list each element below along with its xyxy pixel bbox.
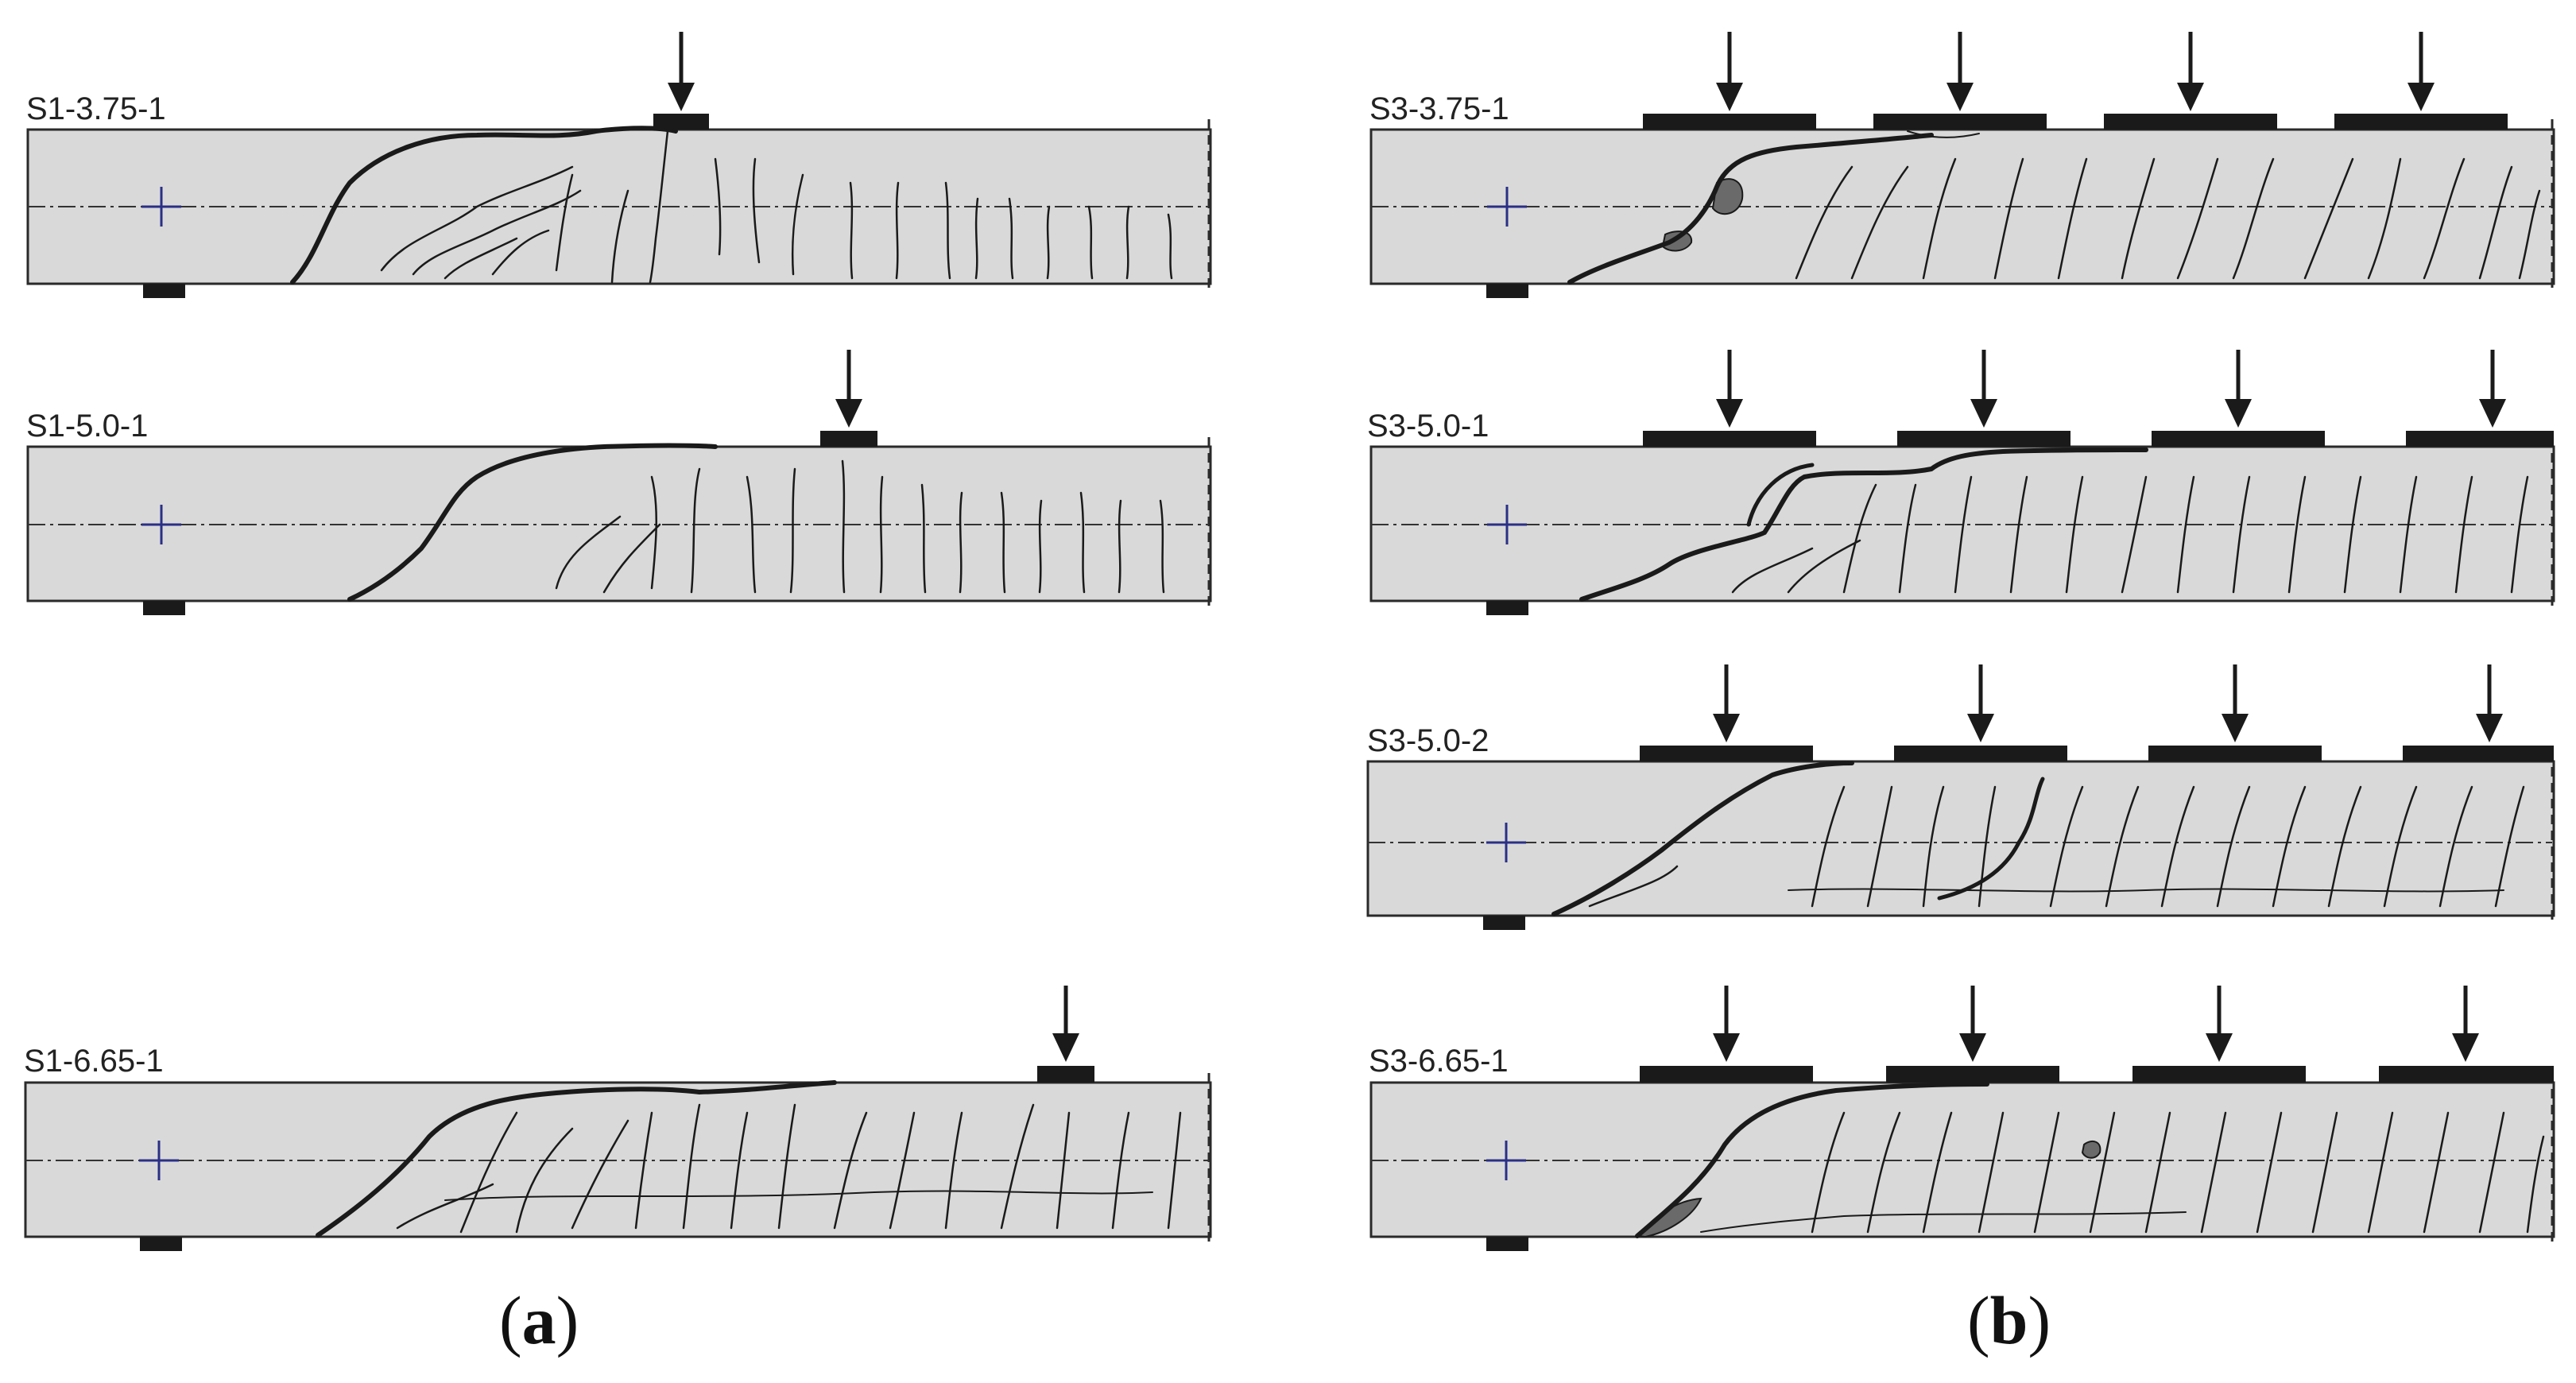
support-plate [1483, 916, 1525, 930]
crack-pattern [1551, 761, 2525, 916]
crack-pattern [316, 1080, 1182, 1238]
beam-label: S1-3.75-1 [26, 91, 166, 126]
load-plate [653, 114, 709, 130]
beam-label: S3-6.65-1 [1369, 1044, 1509, 1079]
support-plate [1486, 1237, 1528, 1251]
load-arrows [1716, 32, 2435, 111]
crack-pattern [290, 126, 1173, 285]
beam-S1-3.75-1: S1-3.75-1 [26, 32, 1212, 298]
support-center-mark [141, 187, 181, 227]
load-arrows [1716, 350, 2506, 428]
support-plate [1486, 284, 1528, 298]
beam-label: S3-3.75-1 [1369, 91, 1509, 126]
crack-pattern [347, 443, 1165, 602]
beam-S3-5.0-1: S3-5.0-1 [1367, 350, 2555, 615]
beam-S3-6.65-1: S3-6.65-1 [1369, 986, 2555, 1251]
load-plates [1640, 746, 2554, 761]
beam-label: S1-6.65-1 [24, 1044, 164, 1079]
crack-pattern [1567, 130, 2541, 285]
load-plate [1037, 1066, 1094, 1083]
support-plate [143, 601, 185, 615]
load-arrows [1713, 986, 2479, 1062]
beam-S3-5.0-2: S3-5.0-2 [1366, 664, 2555, 930]
support-center-mark [1487, 187, 1527, 227]
load-arrow [668, 32, 695, 111]
beam-S1-5.0-1: S1-5.0-1 [26, 350, 1212, 615]
panel-label-a: (a) [499, 1282, 579, 1358]
load-plates [1643, 114, 2508, 130]
beam-S1-6.65-1: S1-6.65-1 [24, 986, 1212, 1251]
load-arrow [1052, 986, 1079, 1062]
beam-S3-3.75-1: S3-3.75-1 [1369, 32, 2555, 298]
support-plate [143, 284, 185, 298]
crack-pattern [1635, 1082, 2545, 1238]
support-center-mark [1486, 823, 1526, 862]
support-plate [1486, 601, 1528, 615]
support-center-mark [139, 1141, 179, 1180]
load-arrows [1713, 664, 2503, 742]
crack-pattern [1579, 447, 2529, 602]
support-center-mark [1487, 505, 1527, 544]
panel-label-b: (b) [1967, 1282, 2051, 1358]
load-arrow [835, 350, 862, 428]
spall-zones [1661, 178, 1744, 252]
load-plates [1640, 1066, 2554, 1083]
beam-label: S3-5.0-2 [1367, 723, 1489, 758]
support-center-mark [141, 505, 181, 544]
load-plate [820, 431, 877, 447]
support-center-mark [1486, 1141, 1526, 1180]
support-plate [140, 1237, 182, 1251]
load-plates [1643, 431, 2554, 447]
beam-label: S1-5.0-1 [26, 409, 148, 444]
beam-label: S3-5.0-1 [1367, 409, 1489, 444]
